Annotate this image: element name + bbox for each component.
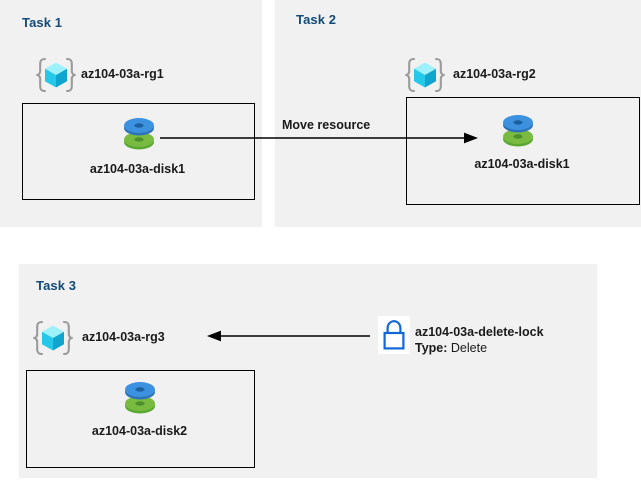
resource-group-boundary-box (406, 97, 640, 205)
delete-lock-arrow (207, 330, 370, 342)
managed-disk-icon (118, 113, 160, 155)
panel-task-1 (0, 0, 262, 227)
resource-label: az104-03a-disk2 (91, 424, 188, 438)
managed-disk-icon (497, 110, 539, 152)
panel-task-3-title: Task 3 (36, 278, 77, 293)
panel-task-3 (19, 264, 597, 478)
resource-group-boundary-box (26, 370, 255, 468)
resource-label: az104-03a-disk1 (474, 157, 570, 171)
resource-group-label: az104-03a-rg1 (81, 67, 164, 81)
resource-group-icon (405, 57, 445, 93)
panel-task-1-title: Task 1 (22, 15, 63, 30)
resource-group-label: az104-03a-rg3 (82, 330, 165, 344)
resource-group-label: az104-03a-rg2 (453, 67, 536, 81)
move-resource-arrow (160, 132, 478, 144)
panel-task-2-title: Task 2 (296, 12, 337, 27)
managed-disk-icon (119, 377, 161, 419)
delete-lock-name: az104-03a-delete-lock (415, 325, 544, 339)
lock-icon (378, 316, 410, 354)
delete-lock-type: Type: Delete (415, 341, 487, 355)
resource-group-icon (36, 57, 76, 93)
delete-lock-type-value: Delete (450, 341, 488, 355)
panel-task-2 (275, 0, 641, 227)
resource-label: az104-03a-disk1 (89, 162, 186, 176)
delete-lock-type-key: Type: (415, 341, 448, 355)
move-resource-arrow-label: Move resource (282, 118, 371, 132)
resource-group-boundary-box (22, 103, 255, 200)
resource-group-icon (33, 320, 73, 356)
